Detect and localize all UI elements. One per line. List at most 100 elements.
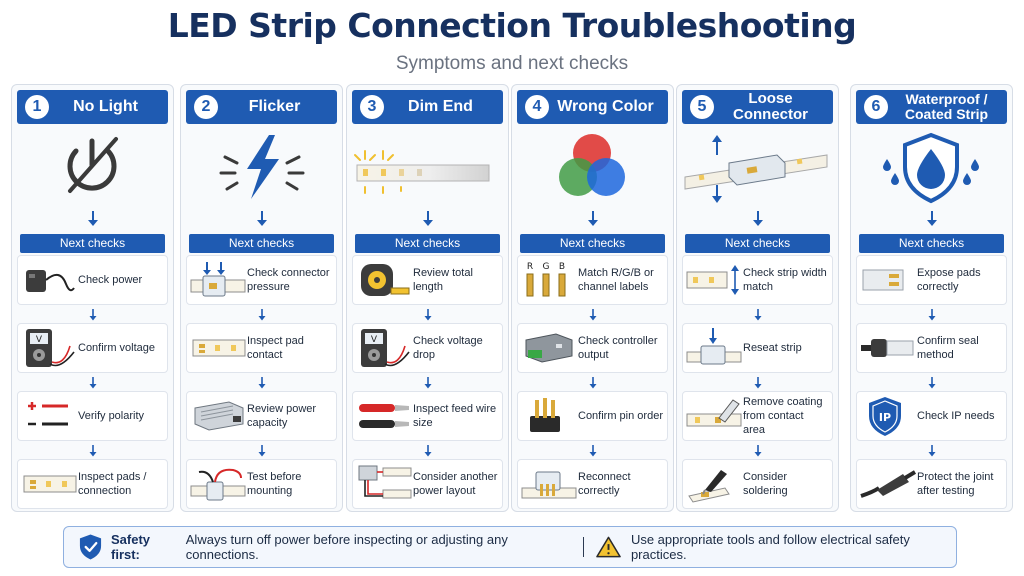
column-no-light: 1 No Light Next checks Check power Confi… — [11, 84, 174, 512]
step-text: Confirm voltage — [78, 342, 156, 354]
step-text: Protect the joint after testing — [917, 471, 994, 497]
led-strip-icon — [189, 326, 247, 370]
separator — [582, 537, 584, 557]
warning-icon — [596, 536, 621, 558]
feed-wire-icon — [359, 404, 409, 428]
check-step: Reseat strip — [682, 323, 833, 373]
column-title: Loose Connector — [733, 90, 808, 123]
next-checks-label: Next checks — [20, 234, 165, 253]
check-step: Inspect pads / connection — [17, 459, 168, 509]
check-step: Check voltage drop — [352, 323, 503, 373]
step-text: Review power capacity — [247, 403, 317, 429]
polarity-icon — [28, 402, 68, 426]
step-text: Inspect pad contact — [247, 335, 304, 361]
connector-clip-icon — [677, 129, 840, 207]
check-step: Review total length — [352, 255, 503, 305]
step-text: Reconnect correctly — [578, 471, 631, 497]
rgb-pins-icon: R G B — [526, 262, 566, 297]
check-step: Protect the joint after testing — [856, 459, 1007, 509]
check-step: Consider soldering — [682, 459, 833, 509]
step-number: 5 — [690, 95, 714, 119]
arrow-down-icon — [86, 211, 100, 227]
step-text: Verify polarity — [78, 410, 145, 422]
arrow-down-icon — [423, 377, 433, 389]
check-step: Check connector pressure — [186, 255, 337, 305]
step-number: 2 — [194, 95, 218, 119]
arrow-down-icon — [753, 377, 763, 389]
column-title: Waterproof / Coated Strip — [904, 91, 989, 122]
check-step: Expose pads correctly — [856, 255, 1007, 305]
arrow-down-icon — [257, 377, 267, 389]
check-step: Inspect feed wire size — [352, 391, 503, 441]
wired-connector-icon — [190, 468, 246, 501]
tape-measure-icon — [361, 264, 410, 296]
step-text: Check power — [78, 274, 143, 286]
arrow-down-icon — [925, 211, 939, 227]
next-checks-label: Next checks — [685, 234, 830, 253]
pin-connector-icon — [530, 398, 560, 432]
check-step: Confirm seal method — [856, 323, 1007, 373]
step-text: Test before mounting — [247, 471, 302, 497]
scrape-coating-icon — [686, 399, 742, 427]
arrow-down-icon — [257, 445, 267, 457]
column-header: 5 Loose Connector — [682, 90, 833, 124]
column-flicker: 2 Flicker Next checks Check connector pr… — [180, 84, 343, 512]
safety-label: Safety first: — [111, 532, 151, 562]
column-header: 4 Wrong Color — [517, 90, 668, 124]
check-step: Test before mounting — [186, 459, 337, 509]
connector-pressure-icon — [190, 262, 246, 297]
arrow-down-icon — [255, 211, 269, 227]
check-step: Check power — [17, 255, 168, 305]
arrow-down-icon — [586, 211, 600, 227]
column-waterproof-coated-strip: 6 Waterproof / Coated Strip Next checks … — [850, 84, 1013, 512]
shield-check-icon — [79, 534, 102, 560]
arrow-down-icon — [88, 377, 98, 389]
water-shield-icon — [851, 129, 1014, 207]
step-text: Check IP needs — [917, 410, 995, 422]
dimming-strip-icon — [347, 129, 510, 207]
multimeter-icon — [355, 326, 413, 370]
check-step: R G B Match R/G/B or channel labels — [517, 255, 668, 305]
check-step: Confirm voltage — [17, 323, 168, 373]
reseat-icon — [686, 328, 742, 365]
safety-tools-message: Use appropriate tools and follow electri… — [630, 532, 910, 562]
multimeter-icon — [20, 326, 78, 370]
step-text: Inspect feed wire size — [413, 403, 497, 429]
check-step: Check strip width match — [682, 255, 833, 305]
ip-badge-text: IP — [879, 411, 891, 424]
arrow-down-icon — [423, 445, 433, 457]
step-text: Check controller output — [578, 335, 658, 361]
step-text: Match R/G/B or channel labels — [578, 267, 654, 293]
check-step: Inspect pad contact — [186, 323, 337, 373]
step-text: Reseat strip — [743, 342, 802, 354]
arrow-down-icon — [588, 377, 598, 389]
arrow-down-icon — [257, 309, 267, 321]
check-step: Consider another power layout — [352, 459, 503, 509]
column-header: 6 Waterproof / Coated Strip — [856, 90, 1007, 124]
step-text: Review total length — [413, 267, 473, 293]
soldering-iron-icon — [688, 470, 730, 503]
column-loose-connector: 5 Loose Connector Next checks Check stri… — [676, 84, 839, 512]
exposed-pads-icon — [862, 269, 904, 291]
pin-label: G — [543, 262, 550, 272]
next-checks-label: Next checks — [520, 234, 665, 253]
step-number: 4 — [525, 95, 549, 119]
heat-shrink-icon — [860, 470, 917, 498]
step-number: 1 — [25, 95, 49, 119]
column-wrong-color: 4 Wrong Color Next checks R G B Match R/… — [511, 84, 674, 512]
column-title: Dim End — [408, 98, 473, 115]
column-header: 1 No Light — [17, 90, 168, 124]
power-adapter-icon — [26, 270, 75, 292]
lightning-icon — [181, 129, 344, 207]
next-checks-label: Next checks — [189, 234, 334, 253]
arrow-down-icon — [753, 309, 763, 321]
arrow-down-icon — [588, 445, 598, 457]
step-text: Inspect pads / connection — [78, 471, 147, 497]
pin-label: R — [527, 262, 533, 272]
step-text: Check connector pressure — [247, 267, 330, 293]
next-checks-label: Next checks — [355, 234, 500, 253]
page-subtitle: Symptoms and next checks — [395, 53, 629, 74]
seal-connector-icon — [861, 339, 914, 357]
arrow-down-icon — [588, 309, 598, 321]
column-title: Wrong Color — [557, 98, 654, 115]
